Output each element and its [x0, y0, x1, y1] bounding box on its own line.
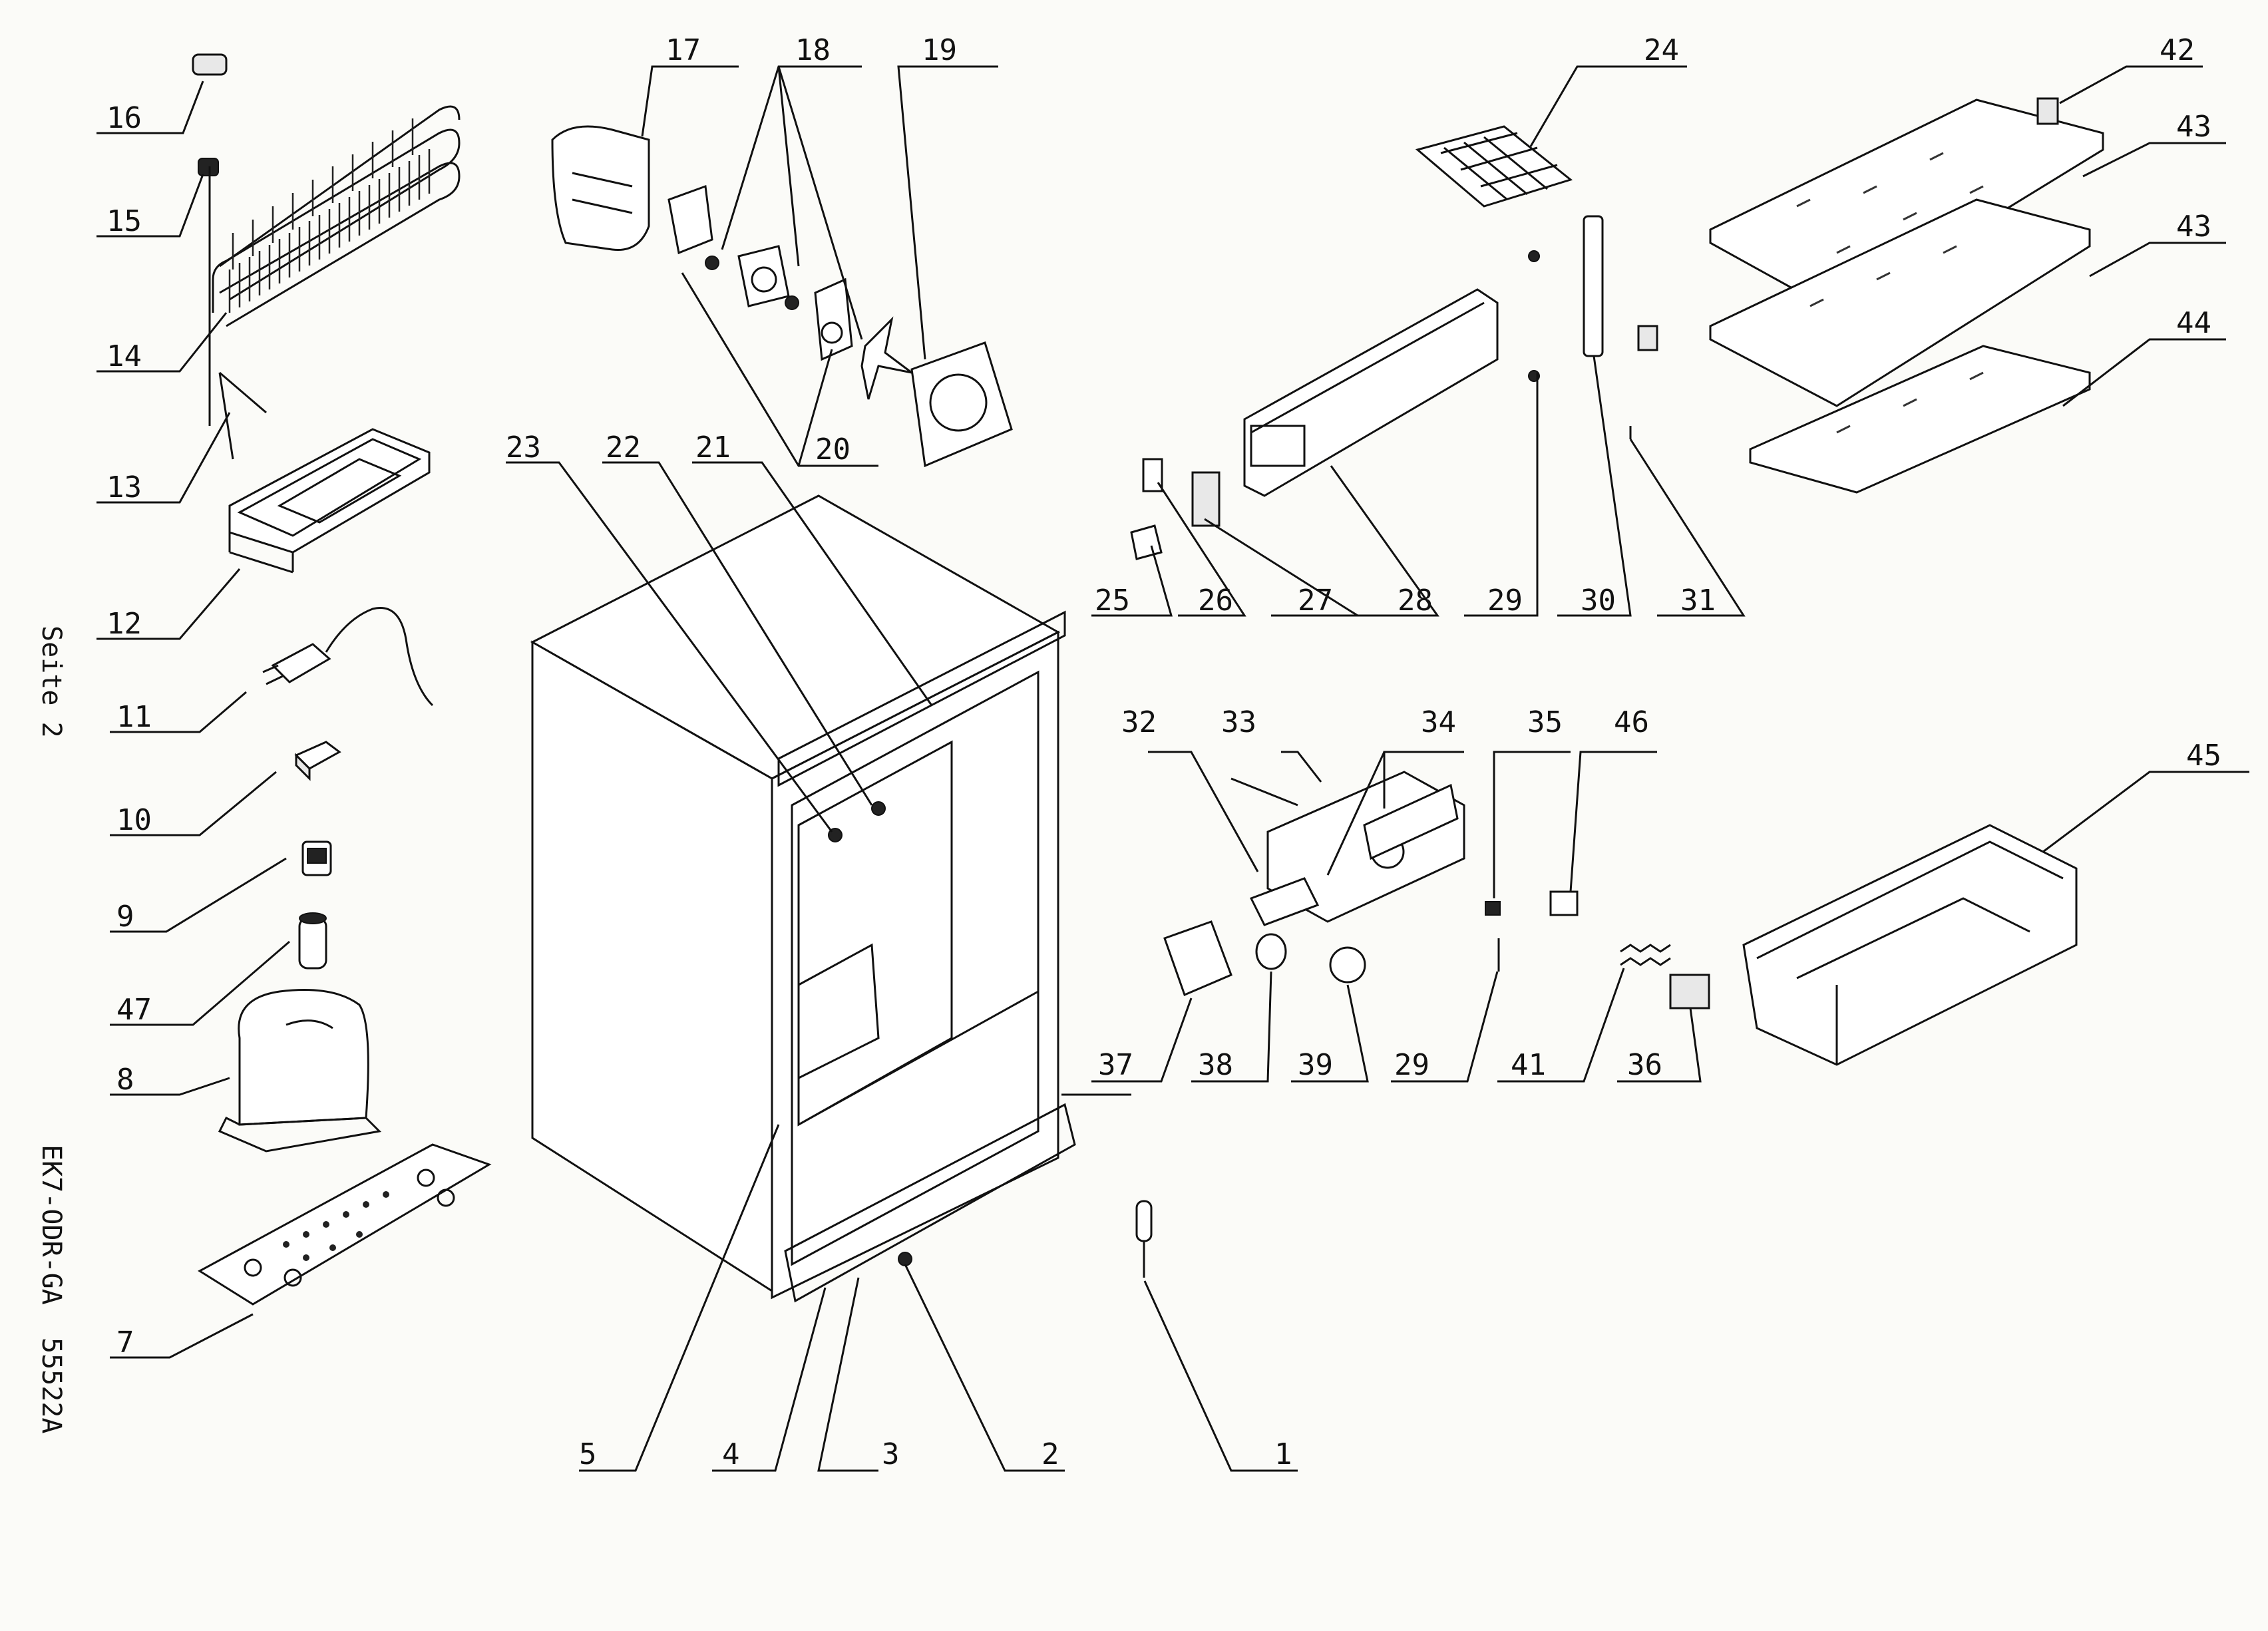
callout-37: 37 [1098, 1048, 1133, 1082]
page-number-text: Seite 2 [36, 626, 67, 738]
callout-27: 27 [1298, 584, 1333, 618]
callout-42: 42 [2160, 33, 2195, 67]
parts-43-44-glass-shelves [1709, 97, 2104, 494]
part-9-overload [301, 840, 332, 876]
callout-labels: 16 15 14 13 12 11 10 9 47 8 7 17 18 19 2… [106, 33, 2221, 1471]
part-30-hinge [1528, 215, 1658, 439]
callout-36: 36 [1627, 1048, 1662, 1082]
callout-8: 8 [116, 1063, 134, 1097]
part-2-screw [898, 1252, 912, 1266]
leader-lines [96, 65, 2249, 1472]
callout-39: 39 [1298, 1048, 1333, 1082]
callout-28: 28 [1398, 584, 1433, 618]
callout-25: 25 [1095, 584, 1130, 618]
callout-30: 30 [1581, 584, 1616, 618]
callout-34: 34 [1421, 705, 1456, 739]
callout-32: 32 [1121, 705, 1157, 739]
callout-26: 26 [1198, 584, 1233, 618]
callout-43-top: 43 [2176, 110, 2211, 144]
callout-41: 41 [1511, 1048, 1546, 1082]
callout-29-top: 29 [1487, 584, 1523, 618]
callout-3: 3 [882, 1437, 900, 1471]
callout-11: 11 [116, 700, 152, 734]
drawing-number-text: 55522A [36, 1338, 67, 1434]
callout-38: 38 [1198, 1048, 1233, 1082]
callout-18: 18 [795, 33, 831, 67]
callout-21: 21 [695, 431, 731, 464]
callout-13: 13 [106, 470, 142, 504]
callout-45: 45 [2186, 739, 2221, 773]
model-code-text: EK7-ODR-GA [36, 1145, 67, 1305]
part-15-clip [198, 158, 219, 176]
part-14-condenser [208, 105, 461, 460]
part-5-cabinet-body [530, 494, 1076, 1303]
callout-9: 9 [116, 900, 134, 934]
part-16-cap [192, 53, 228, 76]
part-24-ice-tray [1415, 125, 1573, 208]
callout-19: 19 [922, 33, 957, 67]
callout-15: 15 [106, 204, 142, 238]
callout-17: 17 [665, 33, 701, 67]
side-annotations: Seite 2 EK7-ODR-GA 55522A [36, 626, 67, 1434]
callout-5: 5 [579, 1437, 597, 1471]
part-11-power-plug [262, 607, 434, 707]
callout-33: 33 [1221, 705, 1256, 739]
part-20-fan-blade [814, 277, 912, 400]
part-17-fan-housing [551, 125, 650, 252]
callout-31: 31 [1680, 584, 1716, 618]
callout-24: 24 [1644, 33, 1679, 67]
part-28-freezer-flap [1243, 288, 1499, 497]
callout-23: 23 [506, 431, 541, 464]
callout-46: 46 [1614, 705, 1649, 739]
part-18-fan-motor [667, 184, 799, 310]
callout-35: 35 [1527, 705, 1563, 739]
callout-14: 14 [106, 339, 142, 373]
callout-12: 12 [106, 607, 142, 641]
callout-43-middle: 43 [2176, 210, 2211, 244]
part-10-relay [294, 741, 341, 781]
callout-2: 2 [1041, 1437, 1059, 1471]
part-8-compressor [218, 989, 382, 1153]
callout-29-bottom: 29 [1394, 1048, 1429, 1082]
part-19-fan-cover [910, 341, 1013, 468]
callout-1: 1 [1274, 1437, 1292, 1471]
part-7-base-plate [198, 1143, 492, 1306]
callout-20: 20 [815, 433, 850, 466]
callout-10: 10 [116, 803, 152, 837]
callout-4: 4 [722, 1437, 740, 1471]
part-1-sensor [1135, 1200, 1153, 1278]
parts-32-39-thermostat-assembly [1163, 771, 1710, 1009]
part-45-vegetable-drawer [1742, 824, 2078, 1066]
callout-22: 22 [606, 431, 641, 464]
part-12-drip-tray [228, 428, 431, 574]
callout-16: 16 [106, 101, 142, 135]
callout-7: 7 [116, 1326, 134, 1359]
parts-25-27-latch [1130, 458, 1221, 560]
part-drawings [192, 53, 2104, 1306]
part-47-capacitor [298, 912, 327, 970]
callout-47: 47 [116, 993, 152, 1027]
callout-44: 44 [2176, 306, 2211, 340]
